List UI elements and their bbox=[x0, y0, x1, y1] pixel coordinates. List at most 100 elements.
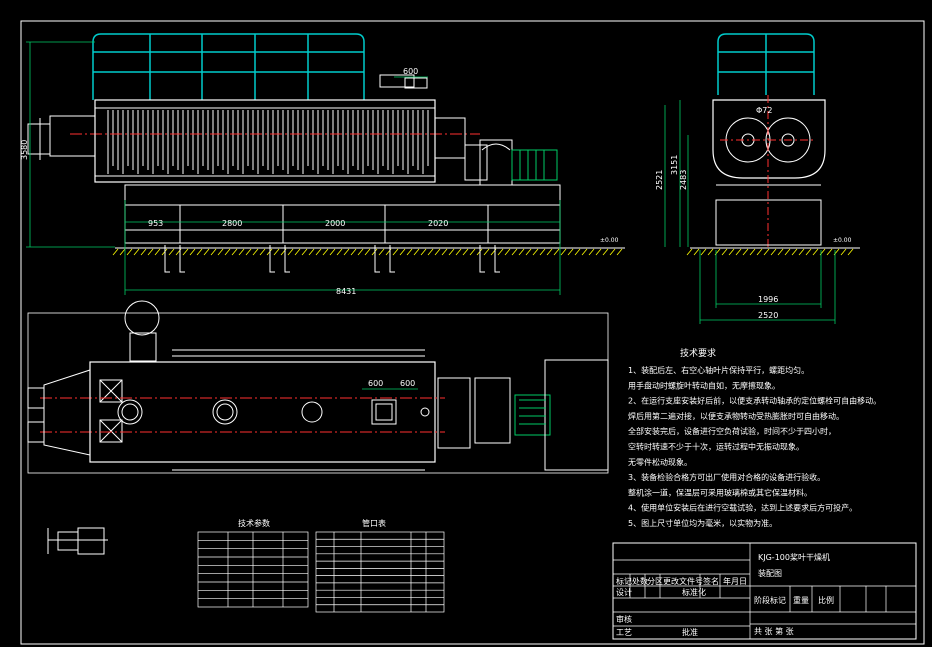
ground-hatch-stroke bbox=[420, 248, 427, 256]
tb-process: 工艺 bbox=[616, 628, 632, 637]
ground-hatch-stroke bbox=[364, 248, 371, 256]
dim-height-left: 3580 bbox=[20, 140, 29, 160]
technical-requirements: 技术要求 1、装配后左、右空心轴叶片保持平行，螺距均匀。 用手盘动时螺旋叶转动自… bbox=[628, 347, 881, 528]
ground-hatch-stroke bbox=[504, 248, 511, 256]
ground-hatch-stroke bbox=[455, 248, 462, 256]
ground-hatch-stroke bbox=[581, 248, 588, 256]
ports-title: 管口表 bbox=[362, 518, 386, 528]
ground-hatch-stroke bbox=[182, 248, 189, 256]
ground-hatch-stroke bbox=[224, 248, 231, 256]
ground-hatch-stroke bbox=[532, 248, 539, 256]
ground-hatch-stroke bbox=[462, 248, 469, 256]
ground-hatch-stroke bbox=[287, 248, 294, 256]
ground-hatch-stroke bbox=[588, 248, 595, 256]
note-line: 全部安装完后，设备进行空负荷试验，时间不少于四小时， bbox=[628, 426, 836, 436]
drive-motor bbox=[511, 149, 558, 181]
support-base bbox=[124, 184, 561, 244]
tb-row-label: 分区 bbox=[647, 577, 663, 586]
tb-row-label: 更改文件号 bbox=[663, 576, 703, 586]
gear-reducer bbox=[479, 139, 513, 186]
note-line: 整机涂一道，保温层可采用玻璃棉或其它保温材料。 bbox=[628, 487, 812, 497]
ground-hatch-stroke bbox=[847, 248, 854, 256]
tb-stage: 阶段标记 bbox=[754, 595, 786, 605]
ground-hatch-stroke bbox=[553, 248, 560, 256]
tb-design: 设计 bbox=[616, 587, 632, 597]
anchor-bolt bbox=[374, 245, 380, 273]
ports-table: 管口表 bbox=[315, 518, 445, 613]
dim-plan-600-b: 600 bbox=[400, 379, 415, 388]
dim-total-length: 8431 bbox=[336, 287, 356, 296]
ground-mark-right: ±0.00 bbox=[833, 237, 852, 244]
parameters-table: 技术参数 bbox=[197, 518, 309, 608]
anchor-bolt bbox=[389, 245, 395, 273]
ground-hatch-stroke bbox=[238, 248, 245, 256]
dim-side-4: 2020 bbox=[428, 219, 448, 228]
note-line: 5、图上尺寸单位均为毫米，以实物为准。 bbox=[628, 518, 777, 528]
ground-hatch-stroke bbox=[840, 248, 847, 256]
ground-hatch-stroke bbox=[154, 248, 161, 256]
ground-hatch-stroke bbox=[217, 248, 224, 256]
ground-hatch-stroke bbox=[609, 248, 616, 256]
ground-hatch-stroke bbox=[560, 248, 567, 256]
dim-end-outer: 2520 bbox=[758, 311, 778, 320]
dim-top-600: 600 bbox=[403, 67, 418, 76]
ground-hatch-stroke bbox=[602, 248, 609, 256]
tb-row-label: 签名 bbox=[703, 576, 719, 586]
ground-hatch-stroke bbox=[315, 248, 322, 256]
ground-hatch-stroke bbox=[770, 248, 777, 256]
tb-standard: 标准化 bbox=[682, 587, 706, 597]
ground-hatch-stroke bbox=[119, 248, 126, 256]
note-line: 焊后用第二遍对接，以便支承物转动受热膨胀时可自由移动。 bbox=[628, 411, 844, 421]
ground-hatch-stroke bbox=[413, 248, 420, 256]
plan-view: 600 600 bbox=[27, 300, 609, 474]
anchor-bolt bbox=[179, 245, 185, 273]
ground-hatch-stroke bbox=[322, 248, 329, 256]
drawing-sub: 装配图 bbox=[758, 568, 782, 578]
dim-end-h3: 2483 bbox=[679, 170, 688, 190]
ground-hatch-stroke bbox=[399, 248, 406, 256]
ground-hatch-stroke bbox=[735, 248, 742, 256]
ground-hatch-stroke bbox=[434, 248, 441, 256]
anchor-bolt bbox=[494, 245, 500, 273]
ground-hatch-stroke bbox=[273, 248, 280, 256]
ground-hatch-stroke bbox=[749, 248, 756, 256]
ground-hatch-stroke bbox=[210, 248, 217, 256]
ground-hatch-stroke bbox=[196, 248, 203, 256]
ground-hatch-stroke bbox=[798, 248, 805, 256]
ground-hatch-stroke bbox=[497, 248, 504, 256]
note-line: 用手盘动时螺旋叶转动自如，无摩擦现象。 bbox=[628, 380, 780, 390]
ground-hatch-stroke bbox=[441, 248, 448, 256]
ground-hatch-stroke bbox=[147, 248, 154, 256]
ground-hatch-stroke bbox=[812, 248, 819, 256]
ground-hatch-stroke bbox=[133, 248, 140, 256]
ground-hatch-stroke bbox=[574, 248, 581, 256]
anchor-bolt bbox=[479, 245, 485, 273]
anchor-bolt bbox=[164, 245, 170, 273]
detail-view bbox=[47, 527, 108, 555]
ground-hatch-stroke bbox=[721, 248, 728, 256]
anchor-bolt bbox=[284, 245, 290, 273]
note-line: 4、使用单位安装后在进行空载试验，达到上述要求后方可投产。 bbox=[628, 503, 857, 513]
ground-hatch-stroke bbox=[539, 248, 546, 256]
table-frame bbox=[315, 531, 445, 613]
ground-hatch-stroke bbox=[826, 248, 833, 256]
ground-hatch-stroke bbox=[329, 248, 336, 256]
drawing-name: KJG-100桨叶干燥机 bbox=[758, 552, 830, 562]
ground-hatch-stroke bbox=[707, 248, 714, 256]
params-title: 技术参数 bbox=[238, 518, 270, 528]
ground-hatch-stroke bbox=[392, 248, 399, 256]
anchor-bolt bbox=[269, 245, 275, 273]
notes-title: 技术要求 bbox=[680, 347, 716, 359]
ground-hatch-stroke bbox=[693, 248, 700, 256]
ground-hatch-stroke bbox=[126, 248, 133, 256]
ground-hatch-stroke bbox=[756, 248, 763, 256]
tb-row-label: 标记 bbox=[616, 576, 632, 586]
ground-hatch-stroke bbox=[245, 248, 252, 256]
ground-hatch-stroke bbox=[427, 248, 434, 256]
ground-hatch-stroke bbox=[525, 248, 532, 256]
ground-hatch-stroke bbox=[448, 248, 455, 256]
top-railing bbox=[92, 33, 365, 100]
dim-side-2: 2800 bbox=[222, 219, 242, 228]
ground-hatch-stroke bbox=[189, 248, 196, 256]
